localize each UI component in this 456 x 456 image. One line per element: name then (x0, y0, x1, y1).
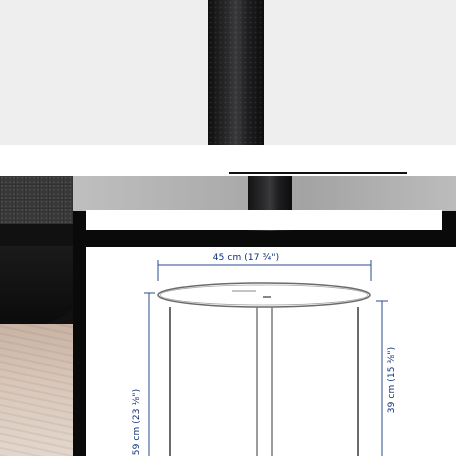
height-total-label: 59 cm (23 ⅛") (132, 389, 142, 455)
black-tabletop-image (0, 246, 73, 326)
width-dimension-label: 45 cm (17 ¾") (213, 253, 279, 263)
left-room-photo[interactable] (0, 176, 73, 456)
tabletop-outline (157, 282, 371, 308)
cropped-leg-photo[interactable] (73, 176, 456, 231)
thumbnail-border (86, 210, 442, 230)
dimension-diagram-svg: 45 cm (17 ¾") 39 cm (15 ⅜") 59 cm (23 ⅛"… (132, 253, 397, 456)
tabletop-inner-rim (159, 284, 369, 306)
top-product-photo[interactable] (0, 0, 456, 145)
height-top-label: 39 cm (15 ⅜") (387, 347, 397, 413)
divider-line (229, 172, 407, 174)
gallery-divider (0, 145, 456, 176)
wood-floor-image (0, 324, 73, 456)
dimension-diagram[interactable]: 45 cm (17 ¾") 39 cm (15 ⅜") 59 cm (23 ⅛"… (86, 247, 456, 456)
table-leg-image (208, 0, 264, 145)
sofa-fabric-image (0, 176, 73, 224)
